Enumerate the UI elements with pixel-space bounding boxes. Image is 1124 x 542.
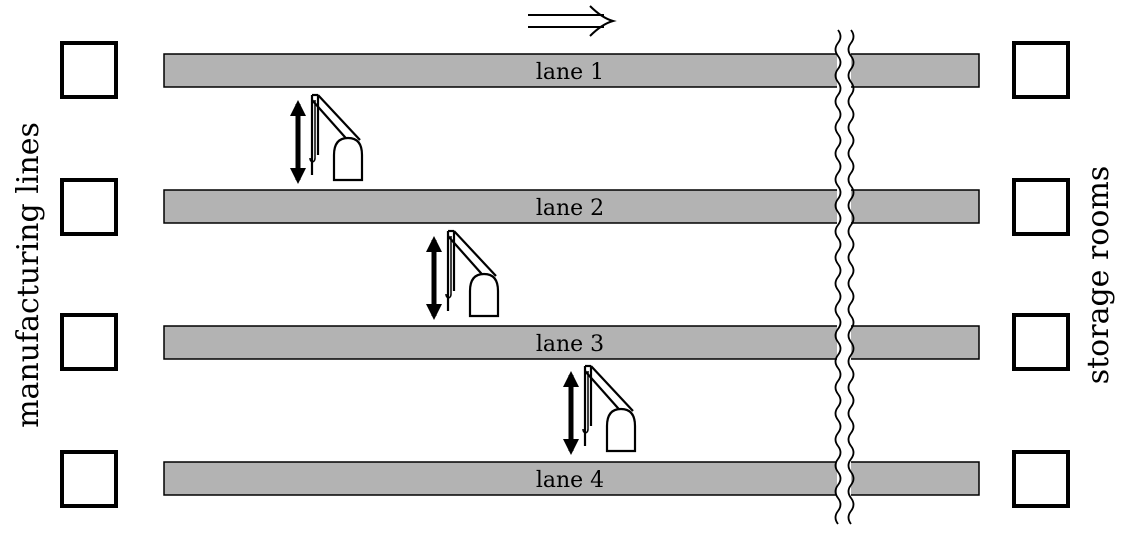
vertical-double-arrow-icon — [563, 371, 579, 455]
crane-icon — [444, 229, 500, 318]
manufacturing-lines-label: manufacturing lines — [11, 122, 46, 428]
wavy-break-line — [834, 29, 842, 525]
lane-label: lane 1 — [536, 60, 604, 85]
wavy-break-icon — [834, 29, 855, 525]
lane-row-1: lane 1 — [60, 41, 1070, 99]
crane-2 — [426, 229, 500, 320]
storage-room-box — [1012, 313, 1070, 371]
double-arrow-right-icon — [528, 5, 617, 37]
vertical-double-arrow-icon — [426, 236, 442, 320]
crane-icon — [581, 364, 637, 453]
storage-room-box — [1012, 178, 1070, 236]
crane-3 — [563, 364, 637, 455]
lane-row-4: lane 4 — [60, 450, 1070, 508]
lane-row-3: lane 3 — [60, 313, 1070, 371]
manufacturing-line-box — [60, 313, 118, 371]
lane-label: lane 2 — [536, 196, 604, 221]
vertical-double-arrow-icon — [290, 100, 306, 184]
storage-room-box — [1012, 450, 1070, 508]
crane-icon — [308, 93, 364, 182]
manufacturing-line-box — [60, 450, 118, 508]
manufacturing-line-box — [60, 41, 118, 99]
lane-label: lane 3 — [536, 332, 604, 357]
manufacturing-line-box — [60, 178, 118, 236]
lane-row-2: lane 2 — [60, 178, 1070, 236]
wavy-break-line — [847, 29, 855, 525]
lane-label: lane 4 — [536, 468, 604, 493]
crane-1 — [290, 93, 364, 184]
storage-rooms-label: storage rooms — [1081, 166, 1116, 385]
storage-room-box — [1012, 41, 1070, 99]
